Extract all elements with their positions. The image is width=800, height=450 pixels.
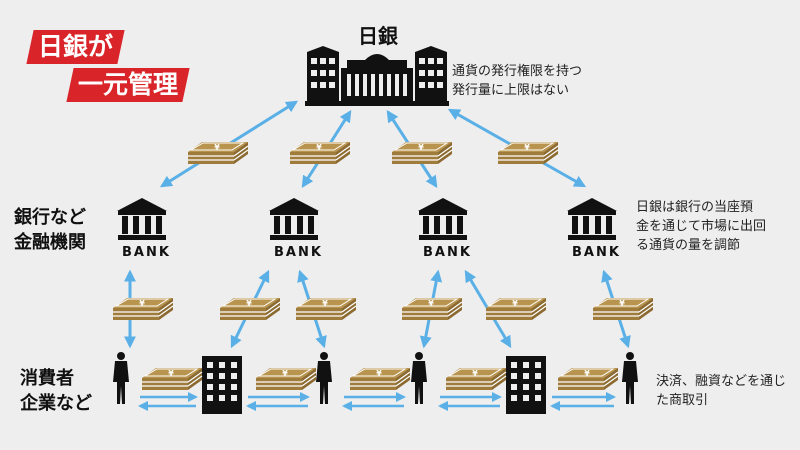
central-bank-note-line-1: 通貨の発行権限を持つ: [452, 64, 583, 79]
office-building-icon: [506, 356, 546, 414]
banks-note-line-3: る通貨の量を調節: [636, 238, 741, 253]
yen-banknote-stack-icon: [349, 367, 411, 391]
consumers-label: 消費者 企業など: [20, 366, 92, 416]
person-icon: [622, 352, 638, 404]
financial-institutions-label: 銀行など 金融機関: [14, 205, 86, 255]
transactions-note-line-1: 決済、融資などを通じ: [656, 374, 787, 389]
title-tag-line-1-text: 日銀が: [38, 32, 114, 61]
bank-label: BANK: [274, 245, 323, 260]
yen-banknote-stack-icon: [391, 141, 453, 165]
yen-banknote-stack-icon: [112, 297, 174, 321]
financial-institutions-label-line-1: 銀行など: [14, 207, 86, 228]
transactions-note-line-2: た商取引: [656, 393, 709, 408]
title-tag-line-2: 一元管理: [66, 68, 190, 102]
title-tag-line-2-text: 一元管理: [78, 70, 179, 99]
yen-banknote-stack-icon: [187, 141, 249, 165]
yen-banknote-stack-icon: [485, 297, 547, 321]
yen-banknote-stack-icon: [445, 367, 507, 391]
central-bank-building-icon: [305, 46, 449, 106]
central-bank-note: 通貨の発行権限を持つ 発行量に上限はない: [452, 62, 582, 100]
yen-banknote-stack-icon: [295, 297, 357, 321]
bank-building-icon: [418, 198, 468, 240]
yen-banknote-stack-icon: [497, 141, 559, 165]
yen-banknote-stack-icon: [592, 297, 654, 321]
yen-banknote-stack-icon: [557, 367, 619, 391]
consumers-label-line-2: 企業など: [20, 393, 92, 414]
title-tag-line-1: 日銀が: [26, 30, 125, 64]
yen-banknote-stack-icon: [141, 367, 203, 391]
bank-to-consumer-arrows: [124, 269, 631, 349]
banks-note-line-1: 日銀は銀行の当座預: [636, 200, 754, 215]
yen-banknote-stack-icon: [401, 297, 463, 321]
office-building-icon: [202, 356, 242, 414]
consumers-label-line-1: 消費者: [20, 368, 74, 389]
central-bank-note-line-2: 発行量に上限はない: [452, 83, 570, 98]
bank-building-icon: [269, 198, 319, 240]
yen-banknote-stack-icon: [289, 141, 351, 165]
transactions-note: 決済、融資などを通じ た商取引: [656, 372, 786, 410]
yen-banknote-stack-icon: [255, 367, 317, 391]
financial-institutions-label-line-2: 金融機関: [14, 232, 86, 253]
bank-building-icon: [117, 198, 167, 240]
person-icon: [316, 352, 332, 404]
central-bank-label: 日銀: [358, 24, 398, 48]
banks-note-line-2: 金を通じて市場に出回: [636, 219, 767, 234]
banks-note: 日銀は銀行の当座預 金を通じて市場に出回 る通貨の量を調節: [636, 198, 766, 255]
transaction-arrows: [138, 392, 616, 411]
bank-label: BANK: [423, 245, 472, 260]
yen-banknote-stack-icon: [219, 297, 281, 321]
person-icon: [113, 352, 129, 404]
person-icon: [411, 352, 427, 404]
bank-building-icon: [567, 198, 617, 240]
bank-label: BANK: [122, 245, 171, 260]
bank-label: BANK: [572, 245, 621, 260]
